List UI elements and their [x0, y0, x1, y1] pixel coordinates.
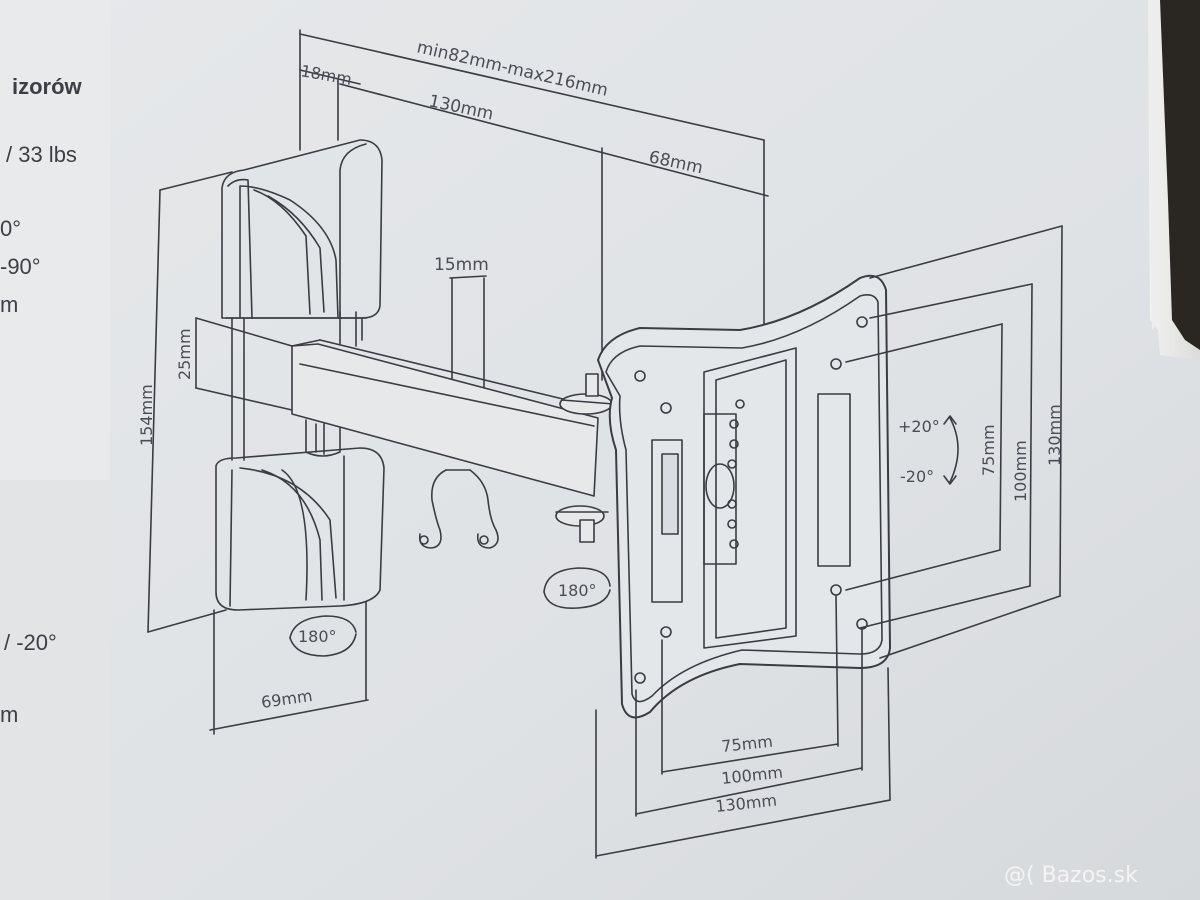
dim-tilt-down: -20° [900, 467, 934, 486]
watermark: @( Bazos.sk [1004, 863, 1138, 888]
left-line-4: m [0, 292, 18, 317]
dim-vesa-v-130: 130mm [1045, 404, 1064, 466]
left-line-3: -90° [0, 254, 41, 279]
left-line-5: / -20° [4, 630, 57, 655]
dim-vesa-v-75: 75mm [979, 424, 998, 476]
dim-vesa-v-100: 100mm [1011, 440, 1030, 502]
left-panel-text: izorów / 33 lbs 0° -90° m / -20° m [0, 74, 83, 727]
dim-swivel-rotation: 180° [558, 581, 597, 600]
dim-wall-rotation: 180° [298, 627, 337, 646]
left-line-6: m [0, 702, 18, 727]
left-line-2: 0° [0, 216, 21, 241]
left-line-1: / 33 lbs [6, 142, 77, 167]
dim-tilt-up: +20° [898, 417, 940, 436]
box-shadow [1160, 0, 1200, 350]
dim-total-height: 154mm [137, 384, 156, 446]
left-title: izorów [12, 74, 83, 99]
dim-arm-width: 15mm [434, 255, 489, 275]
dim-arm-height: 25mm [175, 328, 194, 380]
line-art [147, 29, 1063, 859]
